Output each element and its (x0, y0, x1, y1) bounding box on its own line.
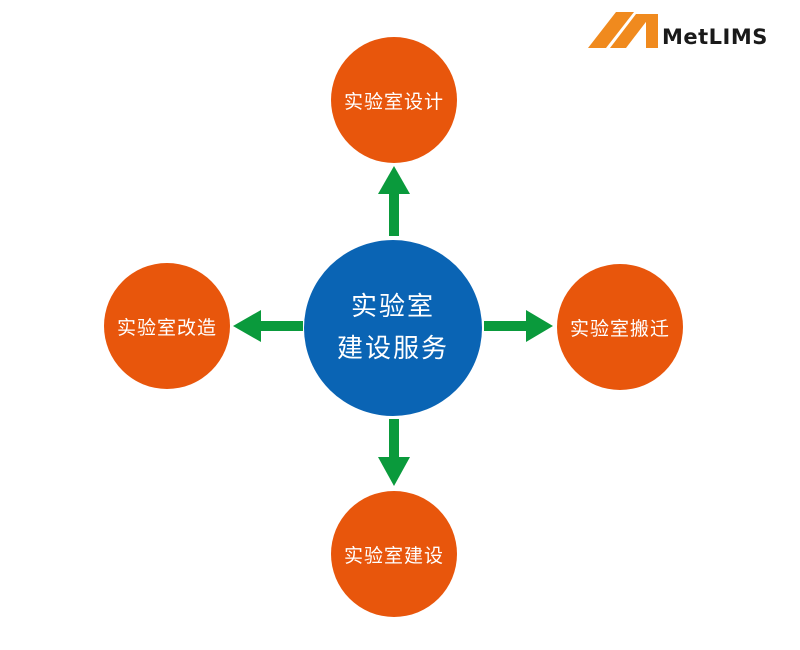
node-lab-renovation: 实验室改造 (104, 263, 230, 389)
logo-text: MetLIMS (662, 25, 768, 49)
node-lab-relocation-label: 实验室搬迁 (569, 317, 670, 340)
arrow-left (233, 310, 303, 342)
node-lab-construction: 实验室建设 (331, 491, 457, 617)
node-lab-relocation: 实验室搬迁 (557, 264, 683, 390)
node-lab-design-label: 实验室设计 (343, 90, 444, 113)
logo-stroke-2 (610, 14, 652, 48)
center-node: 实验室 建设服务 (304, 240, 482, 416)
metlims-m-icon (588, 12, 658, 48)
logo: MetLIMS (586, 10, 791, 54)
arrow-up (378, 166, 410, 236)
node-lab-construction-label: 实验室建设 (343, 544, 444, 567)
logo-stroke-1 (588, 12, 634, 48)
arrow-right (484, 310, 553, 342)
node-lab-renovation-label: 实验室改造 (116, 316, 217, 339)
center-node-line1: 实验室 (350, 292, 435, 322)
logo-stroke-3 (646, 14, 658, 48)
arrow-down (378, 419, 410, 486)
node-lab-design: 实验室设计 (331, 37, 457, 163)
center-node-line2: 建设服务 (336, 334, 449, 364)
